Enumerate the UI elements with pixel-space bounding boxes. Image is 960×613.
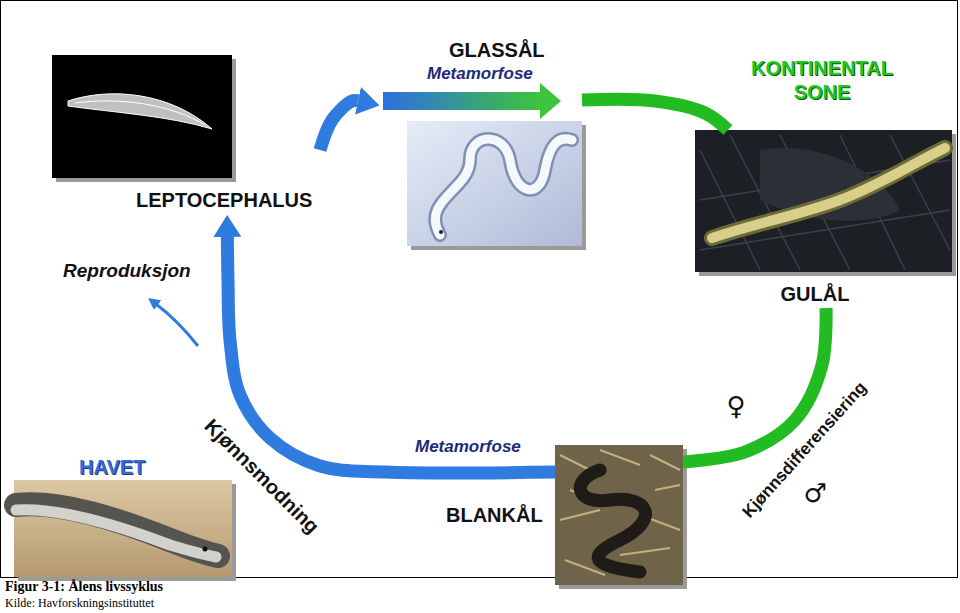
process-label: Metamorfose [415, 437, 521, 457]
arrow-head [540, 83, 561, 119]
leptocephalus-photo [52, 55, 232, 178]
life-cycle-arrow [227, 237, 555, 473]
life-cycle-arrow [582, 99, 728, 130]
stage-heading: HAVET [79, 455, 145, 479]
reproduction-arrow [156, 304, 198, 346]
edge-label: Kjønnsmodning [200, 414, 325, 539]
larva-line [75, 101, 205, 125]
straw [560, 450, 680, 575]
glass-eel-outline [435, 139, 572, 235]
stage-heading: GLASSÅL [449, 38, 545, 62]
ocean-eel-photo [14, 480, 232, 577]
yellow-eel-outline [712, 148, 945, 238]
glass-eel [435, 139, 572, 235]
ocean-eel-outline [16, 504, 218, 556]
glass-eel-photo [407, 121, 582, 246]
yellow-eel [712, 148, 945, 238]
stage-heading: BLANKÅL [446, 503, 543, 527]
metamorphosis-arrow [383, 92, 540, 110]
stage-heading: LEPTOCEPHALUS [136, 188, 312, 212]
female-symbol: ♀ [727, 391, 746, 422]
stage-photo-frame: LEPTOCEPHALUS [52, 55, 320, 215]
stage-photo-frame: GULÅL [695, 130, 952, 308]
silver-eel [580, 470, 645, 572]
life-cycle-arrow [320, 101, 358, 151]
yellow-eel-photo [695, 130, 952, 272]
leptocephalus-larva [68, 94, 212, 129]
process-label: Metamorfose [427, 64, 533, 84]
figure-frame [1, 1, 958, 578]
net [700, 135, 950, 270]
eel-eye [203, 547, 208, 552]
stage-photo-frame: HAVET [14, 455, 232, 578]
ocean-eel [16, 510, 216, 557]
source-note: Kilde: Havforskningsinstituttet [5, 596, 154, 610]
zone-label: KONTINENTAL SONE [737, 56, 907, 104]
silver-eel-photo [555, 445, 683, 585]
process-label: Reproduksjon [63, 260, 191, 283]
figure-caption: Figur 3-1: Ålens livssyklus [5, 579, 163, 596]
eel-eye [439, 230, 443, 234]
male-symbol: ♂ [804, 478, 827, 509]
stage-photo-frame: BLANKÅL [555, 445, 683, 585]
stage-heading: GULÅL [781, 282, 850, 306]
